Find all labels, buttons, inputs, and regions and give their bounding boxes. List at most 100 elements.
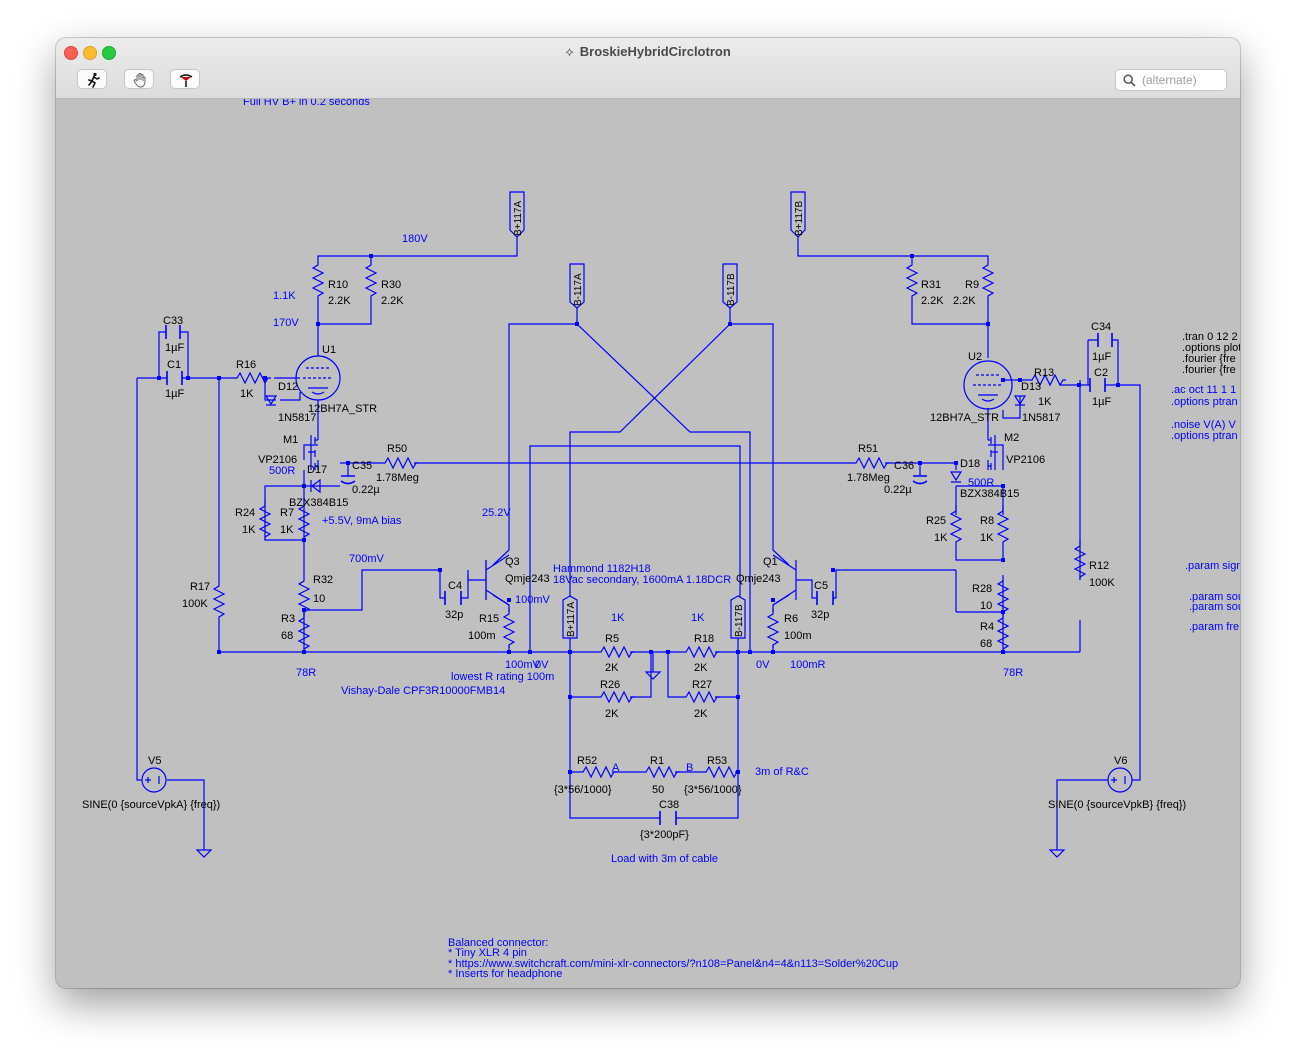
component-ref-r15[interactable]: R15 [479,613,499,625]
component-value-r32[interactable]: 10 [313,593,325,605]
component-value-u2[interactable]: 12BH7A_STR [930,412,999,424]
component-value-c34[interactable]: 1µF [1092,351,1111,363]
component-value-c36[interactable]: 0.22µ [884,484,912,496]
component-ref-r3[interactable]: R3 [281,613,295,625]
component-value-d17[interactable]: BZX384B15 [289,497,348,509]
component-value-v5[interactable]: SINE(0 {sourceVpkA} {freq}) [82,799,220,811]
component-value-r17[interactable]: 100K [182,598,208,610]
run-button[interactable] [77,69,107,89]
component-ref-c1[interactable]: C1 [167,359,181,371]
component-value-r24[interactable]: 1K [242,524,256,536]
component-ref-r50[interactable]: R50 [387,443,407,455]
minimize-button[interactable] [83,46,97,60]
component-value-r6[interactable]: 100m [784,630,812,642]
component-ref-d12[interactable]: D12 [278,381,298,393]
component-ref-c34[interactable]: C34 [1091,321,1111,333]
component-value-r15[interactable]: 100m [468,630,496,642]
component-ref-r10[interactable]: R10 [328,279,348,291]
component-value-c33[interactable]: 1µF [165,342,184,354]
component-ref-c38[interactable]: C38 [659,799,679,811]
component-ref-r7[interactable]: R7 [280,507,294,519]
component-ref-c5[interactable]: C5 [814,580,828,592]
component-value-c38[interactable]: {3*200pF} [640,829,689,841]
component-value-r9[interactable]: 2.2K [953,295,976,307]
component-value-r5[interactable]: 2K [605,662,619,674]
component-value-r52[interactable]: {3*56/1000} [554,784,612,796]
component-ref-r25[interactable]: R25 [926,515,946,527]
component-value-r18[interactable]: 2K [694,662,708,674]
component-ref-r5[interactable]: R5 [605,633,619,645]
component-ref-u1[interactable]: U1 [322,344,336,356]
search-box[interactable] [1115,69,1227,91]
component-ref-r51[interactable]: R51 [858,443,878,455]
component-value-r53[interactable]: {3*56/1000} [684,784,742,796]
component-value-c4[interactable]: 32p [445,609,463,621]
component-value-c35[interactable]: 0.22µ [352,484,380,496]
component-value-r3[interactable]: 68 [281,630,293,642]
component-ref-r27[interactable]: R27 [692,679,712,691]
component-value-m1[interactable]: VP2106 [258,454,297,466]
component-ref-q3[interactable]: Q3 [505,556,520,568]
component-value-m2[interactable]: VP2106 [1006,454,1045,466]
component-value-r50[interactable]: 1.78Meg [376,472,419,484]
component-value-r51[interactable]: 1.78Meg [847,472,890,484]
component-value-r31[interactable]: 2.2K [921,295,944,307]
component-value-r27[interactable]: 2K [694,708,708,720]
component-ref-r28[interactable]: R28 [972,583,992,595]
component-ref-r30[interactable]: R30 [381,279,401,291]
component-ref-r32[interactable]: R32 [313,574,333,586]
component-value-r4[interactable]: 68 [980,638,992,650]
component-ref-r53[interactable]: R53 [707,755,727,767]
component-ref-m1[interactable]: M1 [283,434,298,446]
probe-button[interactable] [170,69,200,89]
component-value-c1[interactable]: 1µF [165,388,184,400]
component-value-c5[interactable]: 32p [811,609,829,621]
component-value-d12[interactable]: 1N5817 [278,412,317,424]
component-ref-r52[interactable]: R52 [577,755,597,767]
component-value-r10[interactable]: 2.2K [328,295,351,307]
component-ref-v5[interactable]: V5 [148,755,161,767]
component-value-u1[interactable]: 12BH7A_STR [308,403,377,415]
component-value-q1[interactable]: Qmje243 [736,573,781,585]
component-ref-r9[interactable]: R9 [965,279,979,291]
component-value-r28[interactable]: 10 [980,600,992,612]
component-value-r25[interactable]: 1K [934,532,948,544]
component-ref-r26[interactable]: R26 [600,679,620,691]
component-ref-r12[interactable]: R12 [1089,560,1109,572]
component-ref-u2[interactable]: U2 [968,351,982,363]
component-ref-m2[interactable]: M2 [1004,432,1019,444]
component-ref-v6[interactable]: V6 [1114,755,1127,767]
component-value-r16[interactable]: 1K [240,388,254,400]
component-value-c2[interactable]: 1µF [1092,396,1111,408]
zoom-button[interactable] [102,46,116,60]
component-ref-c35[interactable]: C35 [352,460,372,472]
component-ref-q1[interactable]: Q1 [763,556,778,568]
component-value-d18[interactable]: BZX384B15 [960,488,1019,500]
component-ref-r16[interactable]: R16 [236,359,256,371]
component-value-r1[interactable]: 50 [652,784,664,796]
component-ref-r6[interactable]: R6 [784,613,798,625]
search-input[interactable] [1142,72,1222,88]
component-ref-d13[interactable]: D13 [1021,381,1041,393]
component-value-d13[interactable]: 1N5817 [1022,412,1061,424]
component-value-r7[interactable]: 1K [280,524,294,536]
component-ref-c4[interactable]: C4 [448,580,462,592]
component-value-v6[interactable]: SINE(0 {sourceVpkB} {freq}) [1048,799,1186,811]
component-ref-c2[interactable]: C2 [1094,367,1108,379]
component-ref-c33[interactable]: C33 [163,315,183,327]
component-ref-d18[interactable]: D18 [960,458,980,470]
component-ref-r13[interactable]: R13 [1034,367,1054,379]
component-ref-r1[interactable]: R1 [650,755,664,767]
component-ref-r31[interactable]: R31 [921,279,941,291]
component-value-r26[interactable]: 2K [605,708,619,720]
component-value-q3[interactable]: Qmje243 [505,573,550,585]
component-ref-c36[interactable]: C36 [894,460,914,472]
component-ref-r17[interactable]: R17 [190,581,210,593]
close-button[interactable] [64,46,78,60]
component-ref-d17[interactable]: D17 [307,464,327,476]
component-value-r13[interactable]: 1K [1038,396,1052,408]
component-ref-r4[interactable]: R4 [980,621,994,633]
schematic-canvas[interactable]: Full HV B+ in 0.2 seconds 180V 1.1K 170V… [56,99,1240,988]
component-ref-r18[interactable]: R18 [694,633,714,645]
component-value-r8[interactable]: 1K [980,532,994,544]
